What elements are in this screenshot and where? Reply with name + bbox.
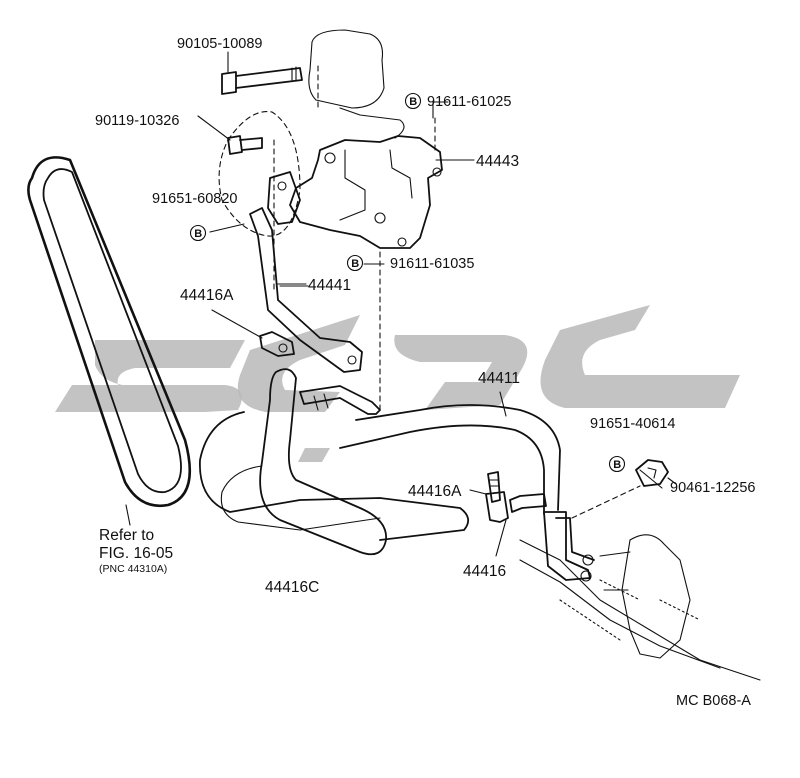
- watermark-logo: [55, 305, 740, 462]
- pressure-hose-44411: [299, 385, 561, 515]
- label-91651-60820: 91651-60820: [152, 191, 237, 207]
- label-44443: 44443: [476, 153, 519, 170]
- label-90119-10326: 90119-10326: [95, 113, 179, 129]
- reference-line-3: (PNC 44310A): [99, 563, 167, 575]
- drive-belt: [27, 156, 192, 508]
- svg-text:B: B: [194, 228, 202, 240]
- reference-line-2: FIG. 16-05: [99, 545, 173, 562]
- label-44441: 44441: [308, 277, 351, 294]
- bolt-90105-10089: [221, 51, 303, 95]
- reference-line-1: Refer to: [99, 527, 154, 544]
- figure-code: MC B068-A: [676, 693, 751, 709]
- steering-gear: [519, 485, 761, 681]
- bolt-marker-b3: B: [346, 254, 364, 272]
- clamp-90461-12256: [635, 459, 677, 487]
- svg-text:B: B: [351, 258, 359, 270]
- label-90105-10089: 90105-10089: [177, 36, 262, 52]
- bolt-marker-b4: B: [608, 455, 626, 473]
- clamp-44416A-lower: [485, 471, 509, 523]
- label-91611-61025: 91611-61025: [427, 94, 511, 110]
- stay-bracket-44441: [249, 207, 363, 373]
- label-44416C: 44416C: [265, 579, 319, 596]
- label-90461-12256: 90461-12256: [670, 480, 755, 496]
- svg-text:B: B: [613, 459, 621, 471]
- power-steering-pump: [218, 29, 443, 411]
- label-44416: 44416: [463, 563, 506, 580]
- reference-note: Refer to FIG. 16-05 (PNC 44310A): [99, 527, 173, 575]
- return-hose-44416C: [199, 368, 470, 556]
- label-44416A-lower: 44416A: [408, 483, 462, 500]
- leader-lines: [125, 101, 663, 526]
- bolt-marker-b1: B: [404, 92, 422, 110]
- label-44411: 44411: [478, 370, 520, 387]
- label-91651-40614: 91651-40614: [590, 416, 675, 432]
- svg-text:B: B: [409, 96, 417, 108]
- bolt-marker-b2: B: [189, 224, 207, 242]
- label-91611-61035: 91611-61035: [390, 256, 474, 272]
- bolt-90119-10326: [197, 115, 263, 155]
- hose-end-44416: [495, 493, 547, 557]
- clamp-44416A-upper: [211, 309, 295, 357]
- label-44416A-upper: 44416A: [180, 287, 234, 304]
